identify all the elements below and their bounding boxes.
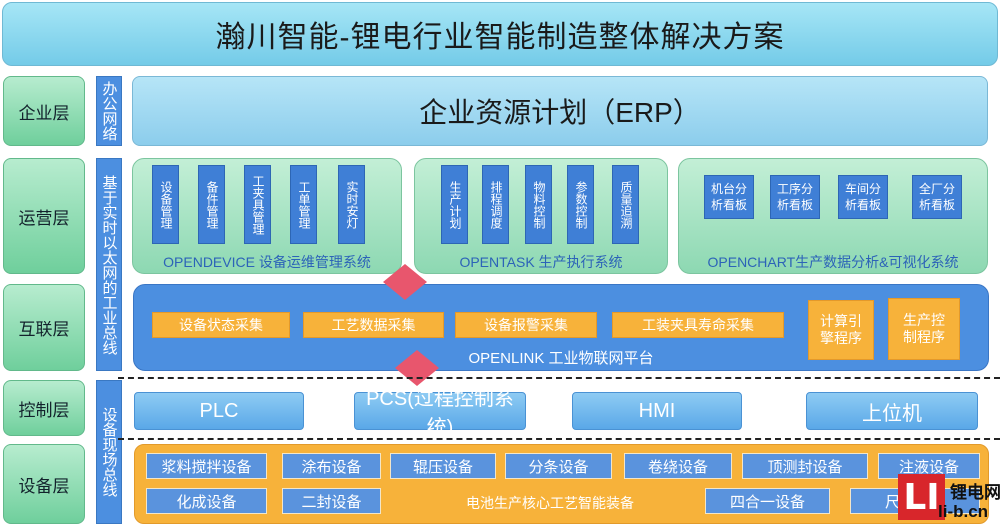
watermark-url: li-b.cn <box>938 502 989 521</box>
layer-label-control: 控制层 <box>3 380 85 436</box>
watermark-logo: LI <box>898 474 945 520</box>
opentask-item: 排程调度 <box>482 165 509 244</box>
opendevice-item: 工夹具管理 <box>244 165 271 244</box>
opentask-item: 物料控制 <box>525 165 552 244</box>
interconnect-item: 工艺数据采集 <box>303 312 444 338</box>
equipment-item: 四合一设备 <box>705 488 830 514</box>
fieldbus-strip: 设备现场总线 <box>96 380 122 524</box>
equipment-caption: 电池生产核心工艺智能装备 <box>466 495 634 511</box>
opendevice-caption: OPENDEVICE 设备运维管理系统 <box>163 254 371 270</box>
equipment-item: 化成设备 <box>146 488 267 514</box>
equipment-item: 分条设备 <box>505 453 612 479</box>
openchart-item: 工序分析看板 <box>770 175 820 219</box>
equipment-item: 顶测封设备 <box>742 453 868 479</box>
layer-label-enterprise: 企业层 <box>3 76 85 146</box>
layer-label-equipment: 设备层 <box>3 444 85 524</box>
control-host-computer: 上位机 <box>806 392 978 430</box>
production-control-box: 生产控制程序 <box>888 298 960 360</box>
openlink-caption: OPENLINK 工业物联网平台 <box>468 349 654 367</box>
erp-box: 企业资源计划（ERP） <box>132 76 988 146</box>
control-pcs: PCS(过程控制系统) <box>354 388 526 439</box>
opendevice-item: 实时安灯 <box>338 165 365 244</box>
layer-label-interconnect: 互联层 <box>3 284 85 371</box>
ethernet-bus-strip: 基于实时以太网的工业总线 <box>96 158 122 371</box>
opentask-caption: OPENTASK 生产执行系统 <box>459 254 623 270</box>
opendevice-item: 工单管理 <box>290 165 317 244</box>
openchart-caption: OPENCHART生产数据分析&可视化系统 <box>707 254 959 270</box>
page-title: 瀚川智能-锂电行业智能制造整体解决方案 <box>2 2 998 66</box>
opentask-item: 生产计划 <box>441 165 468 244</box>
separator-line <box>118 377 1000 379</box>
opentask-item: 参数控制 <box>567 165 594 244</box>
separator-line <box>118 438 1000 440</box>
compute-engine-box: 计算引擎程序 <box>808 300 874 360</box>
watermark-name: 锂电网 <box>950 483 1000 502</box>
openchart-item: 机台分析看板 <box>704 175 754 219</box>
control-hmi: HMI <box>572 392 742 430</box>
interconnect-item: 设备报警采集 <box>455 312 597 338</box>
interconnect-item: 设备状态采集 <box>152 312 290 338</box>
openchart-item: 车间分析看板 <box>838 175 888 219</box>
equipment-item: 辊压设备 <box>390 453 496 479</box>
opendevice-item: 备件管理 <box>198 165 225 244</box>
opentask-item: 质量追溯 <box>612 165 639 244</box>
opendevice-item: 设备管理 <box>152 165 179 244</box>
equipment-item: 浆料搅拌设备 <box>146 453 267 479</box>
layer-label-operations: 运营层 <box>3 158 85 274</box>
equipment-item: 卷绕设备 <box>624 453 732 479</box>
equipment-item: 二封设备 <box>282 488 381 514</box>
equipment-item: 涂布设备 <box>282 453 381 479</box>
office-network-strip: 办公网络 <box>96 76 122 146</box>
interconnect-item: 工装夹具寿命采集 <box>612 312 784 338</box>
control-plc: PLC <box>134 392 304 430</box>
openchart-item: 全厂分析看板 <box>912 175 962 219</box>
